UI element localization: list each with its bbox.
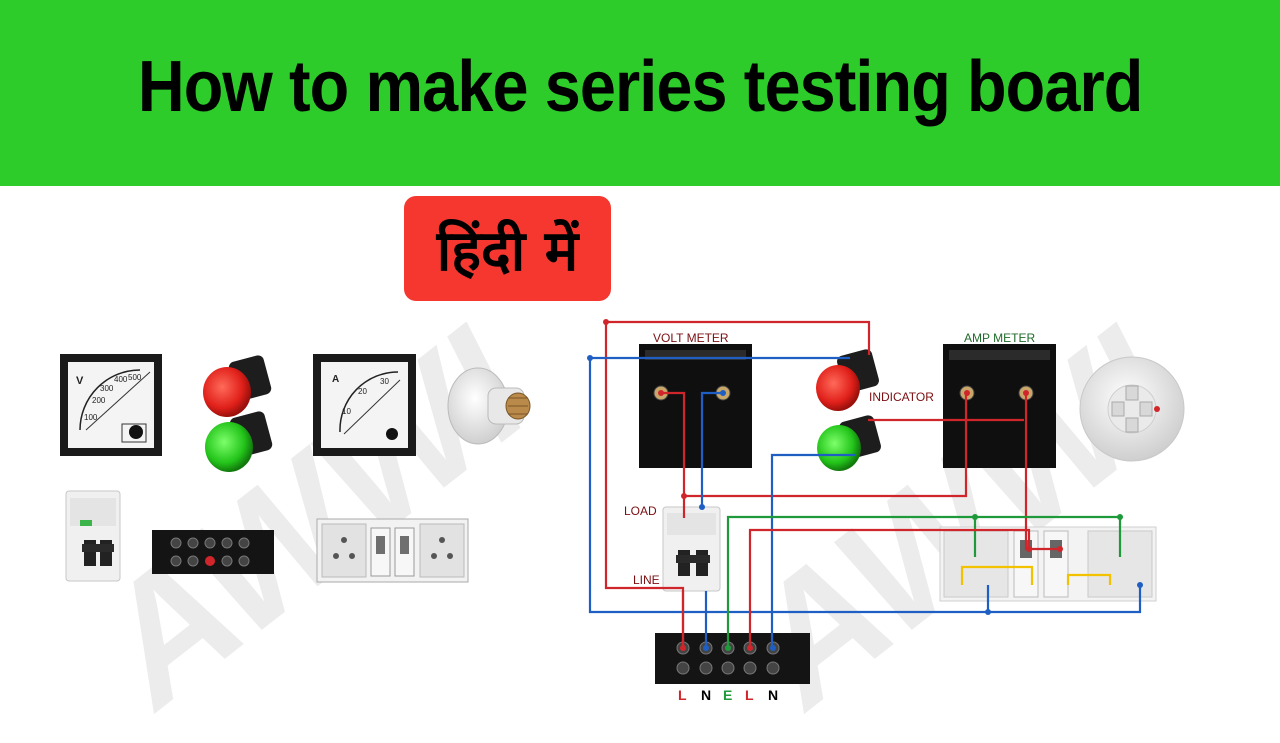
green-indicator-lamp-icon	[205, 411, 273, 472]
indicator-neutral	[770, 453, 856, 648]
diagram-terminal-strip	[655, 633, 810, 684]
illustration-canvas: V 100 200 300 400 500 A 10 20 30	[60, 319, 1185, 703]
diagram-red-indicator	[816, 349, 879, 411]
page-title: How to make series testing board	[137, 47, 1144, 127]
indicator-label: INDICATOR	[869, 390, 934, 404]
diagram-voltmeter	[639, 344, 752, 468]
terminal-strip-icon	[152, 530, 274, 574]
terminal-label-5: N	[768, 687, 778, 703]
diagram-mcb	[662, 506, 721, 592]
ammeter-icon: A 10 20 30	[313, 354, 416, 456]
diagram-bulb-holder	[1079, 356, 1185, 462]
ammeter-tick-20: 20	[358, 387, 367, 396]
switch-loop-2	[1066, 573, 1112, 585]
connection-dots	[587, 319, 1143, 651]
voltmeter-neutral	[700, 391, 723, 507]
voltmeter-unit: V	[76, 375, 84, 387]
voltmeter-icon: V 100 200 300 400 500	[60, 354, 162, 456]
diagram-green-indicator	[817, 415, 881, 471]
live-wire-board	[748, 528, 1031, 648]
switch-socket-plate-icon	[316, 518, 469, 583]
ammeter-tick-30: 30	[380, 377, 389, 386]
live-wire-indicator	[606, 320, 871, 355]
terminal-label-4: L	[745, 687, 754, 703]
diagram-switch-board	[939, 526, 1157, 602]
terminal-label-3: E	[723, 687, 732, 703]
voltmeter-tick-200: 200	[92, 396, 106, 405]
title-banner: How to make series testing board	[0, 0, 1280, 186]
red-indicator-lamp-icon	[203, 355, 272, 417]
ammeter-unit: A	[332, 374, 339, 385]
terminal-label-1: L	[678, 687, 687, 703]
volt-meter-label: VOLT METER	[653, 331, 729, 345]
line-label: LINE	[633, 573, 660, 587]
voltmeter-tick-100: 100	[84, 413, 98, 422]
neutral-wire-left-rail	[588, 358, 1142, 614]
diagram-ammeter	[943, 344, 1056, 468]
ammeter-tick-10: 10	[342, 407, 351, 416]
voltmeter-tick-400: 400	[114, 375, 128, 384]
load-label: LOAD	[624, 504, 657, 518]
language-badge: हिंदी में	[404, 196, 611, 301]
mcb-icon	[65, 490, 121, 582]
bulb-holder-icon	[447, 367, 531, 445]
earth-wire	[726, 515, 1122, 648]
language-badge-text: हिंदी में	[436, 218, 579, 284]
wiring	[588, 320, 1142, 648]
amp-meter-label: AMP METER	[964, 331, 1035, 345]
terminal-label-2: N	[701, 687, 711, 703]
voltmeter-tick-500: 500	[128, 373, 142, 382]
switch-loop-1	[960, 565, 1034, 585]
voltmeter-tick-300: 300	[100, 384, 114, 393]
